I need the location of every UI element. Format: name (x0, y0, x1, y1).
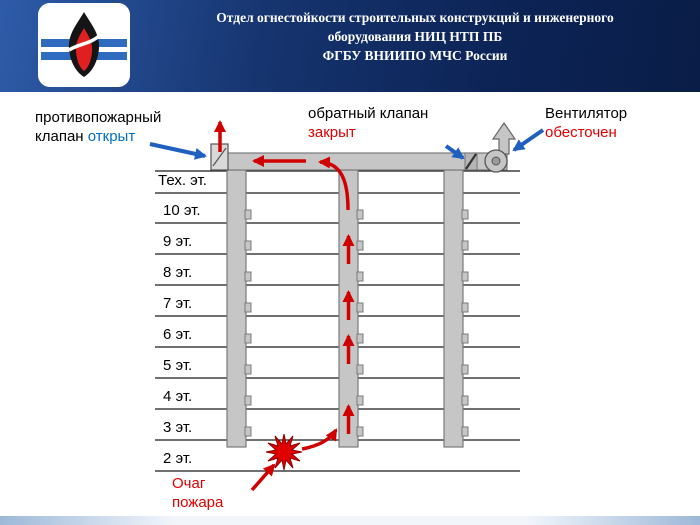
floor-label-10: 10 эт. (163, 202, 201, 219)
floor-label-2: 2 эт. (163, 450, 193, 467)
fire-damper-icon (210, 143, 229, 171)
callout-pointer-arrows (149, 128, 545, 160)
left-shaft (226, 169, 247, 448)
smoke-flow-arrows (214, 120, 355, 492)
fire-to-shaft-arrow (301, 428, 338, 451)
fire-damper-callout-line2: клапан (35, 128, 88, 146)
slide-title-line2: оборудования НИЦ НТП ПБ (327, 28, 503, 44)
slide-title-line1: Отдел огнестойкости строительных констру… (216, 10, 614, 25)
floor-label-tech: Тех. эт. (158, 172, 207, 189)
floor-label-5: 5 эт. (163, 357, 193, 374)
fire-damper-callout: противопожарный клапан открыт (35, 108, 161, 146)
floor-label-4: 4 эт. (163, 388, 193, 405)
fan-callout-line1: Вентилятор (545, 105, 628, 122)
fire-damper-callout-line1: противопожарный (35, 109, 162, 126)
vniipo-logo (38, 3, 130, 87)
floor-label-8: 8 эт. (163, 264, 193, 281)
check-valve-pointer-arrow (444, 144, 465, 160)
shafts (226, 169, 464, 448)
fan-pointer-arrow (512, 128, 545, 152)
check-valve-callout: обратный клапан закрыт (308, 104, 428, 142)
fire-starburst-icon (265, 433, 303, 471)
damper-pointer-arrow (149, 142, 207, 160)
header: Отдел огнестойкости строительных констру… (0, 0, 700, 92)
fire-source-line1: Очаг (172, 475, 206, 492)
fan-state: обесточен (545, 124, 617, 142)
floor-label-9: 9 эт. (163, 233, 193, 250)
fire-damper-state: открыт (87, 128, 136, 146)
right-shaft (443, 169, 464, 448)
check-valve-state: закрыт (308, 124, 356, 142)
fire-label-pointer-arrow (250, 463, 276, 492)
fan-icon (484, 121, 517, 173)
slide-title: Отдел огнестойкости строительных констру… (145, 9, 685, 66)
slide-footer-strip (0, 516, 700, 525)
fire-source-callout: Очаг пожара (172, 474, 223, 512)
smoke-turn-arrow (318, 156, 350, 211)
flame-logo-icon (38, 3, 130, 87)
slide-title-line3: ФГБУ ВНИИПО МЧС России (322, 47, 508, 63)
floor-label-7: 7 эт. (163, 295, 193, 312)
fire-source-line2: пожара (172, 494, 224, 512)
check-valve-icon (464, 152, 478, 171)
fan-callout: Вентилятор обесточен (545, 104, 627, 142)
floor-label-3: 3 эт. (163, 419, 193, 436)
floor-label-6: 6 эт. (163, 326, 193, 343)
check-valve-callout-line1: обратный клапан (308, 105, 429, 122)
